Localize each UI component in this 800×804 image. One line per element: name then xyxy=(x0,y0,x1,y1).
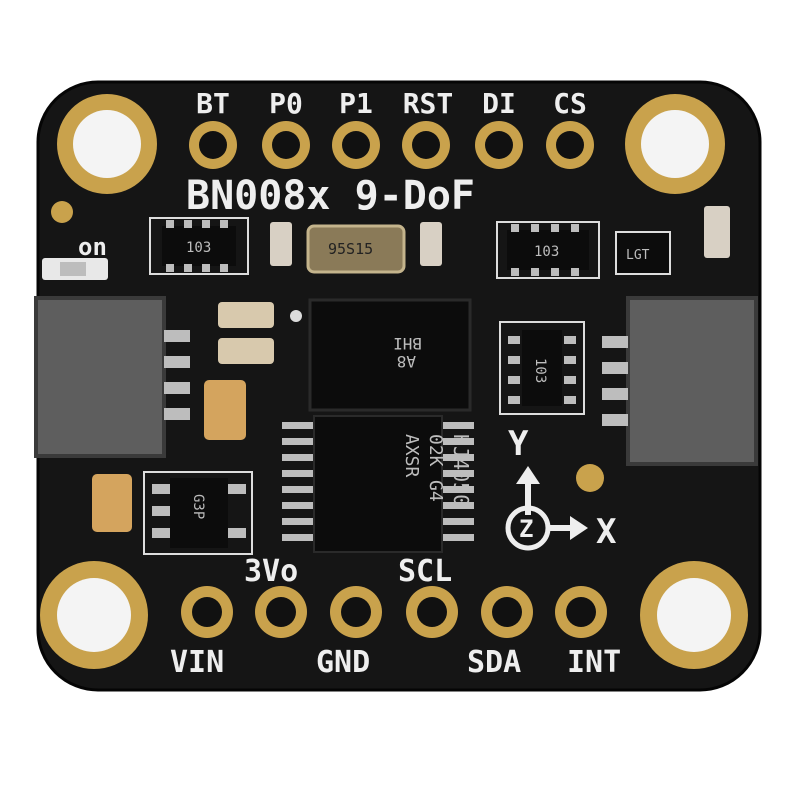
axis-indicator: Y Z X xyxy=(505,424,617,552)
mounting-hole-top-right xyxy=(625,94,725,194)
pin-label-cs: CS xyxy=(553,87,587,120)
mounting-hole-bottom-left xyxy=(40,561,148,669)
sensor-chip: A8 BHI xyxy=(308,298,472,412)
capacitor xyxy=(218,302,274,328)
svg-text:G4: G4 xyxy=(425,480,446,502)
svg-text:BHI: BHI xyxy=(393,334,422,353)
crystal: 95S15 xyxy=(306,224,406,274)
capacitor xyxy=(704,206,730,258)
pin-label-vin: VIN xyxy=(170,645,224,680)
pin-label-gnd: GND xyxy=(316,645,370,680)
svg-text:HJ4050: HJ4050 xyxy=(449,434,473,506)
pin-label-scl: SCL xyxy=(398,554,452,589)
axis-label-x: X xyxy=(596,512,617,552)
svg-text:103: 103 xyxy=(532,358,548,383)
resistor-array-left: 103 xyxy=(149,217,249,275)
pin-label-p0: P0 xyxy=(269,87,303,120)
board-title: BN008x 9-DoF xyxy=(186,173,475,219)
svg-text:AXSR: AXSR xyxy=(401,434,422,478)
small-pad-right xyxy=(576,464,604,492)
small-pad-left xyxy=(51,201,73,223)
svg-text:103: 103 xyxy=(186,240,211,256)
pin-label-rst: RST xyxy=(403,87,454,120)
mounting-hole-top-left xyxy=(57,94,157,194)
svg-text:LGT: LGT xyxy=(626,248,650,263)
capacitor xyxy=(420,222,442,266)
capacitor xyxy=(218,338,274,364)
pin-label-di: DI xyxy=(482,87,516,120)
bottom-header-pads xyxy=(181,586,607,638)
capacitor xyxy=(204,380,246,440)
pin-label-sda: SDA xyxy=(467,645,521,680)
fiducial xyxy=(290,310,302,322)
svg-text:95S15: 95S15 xyxy=(328,240,373,258)
top-header-pads xyxy=(189,121,594,169)
stemma-qt-connector-right xyxy=(602,296,758,466)
capacitor xyxy=(92,474,132,532)
small-ic-right: LGT xyxy=(615,231,671,275)
led-label: on xyxy=(78,233,107,261)
svg-text:103: 103 xyxy=(534,244,559,260)
axis-label-y: Y xyxy=(508,424,529,464)
pin-label-3vo: 3Vo xyxy=(244,554,298,589)
pin-label-p1: P1 xyxy=(339,87,373,120)
svg-text:02K: 02K xyxy=(425,434,446,467)
pin-label-bt: BT xyxy=(196,87,230,120)
svg-text:G3P: G3P xyxy=(190,494,206,519)
pin-label-int: INT xyxy=(567,645,621,680)
voltage-regulator: G3P xyxy=(143,471,253,555)
capacitor xyxy=(270,222,292,266)
stemma-qt-connector-left xyxy=(34,296,190,458)
level-shifter-chip: HJ4050 02K G4 AXSR xyxy=(282,415,474,553)
svg-text:A8: A8 xyxy=(397,352,416,371)
resistor-array-right: 103 xyxy=(496,221,600,279)
resistor-array-mid: 103 xyxy=(499,321,585,415)
mounting-hole-bottom-right xyxy=(640,561,748,669)
axis-label-z: Z xyxy=(519,515,533,543)
